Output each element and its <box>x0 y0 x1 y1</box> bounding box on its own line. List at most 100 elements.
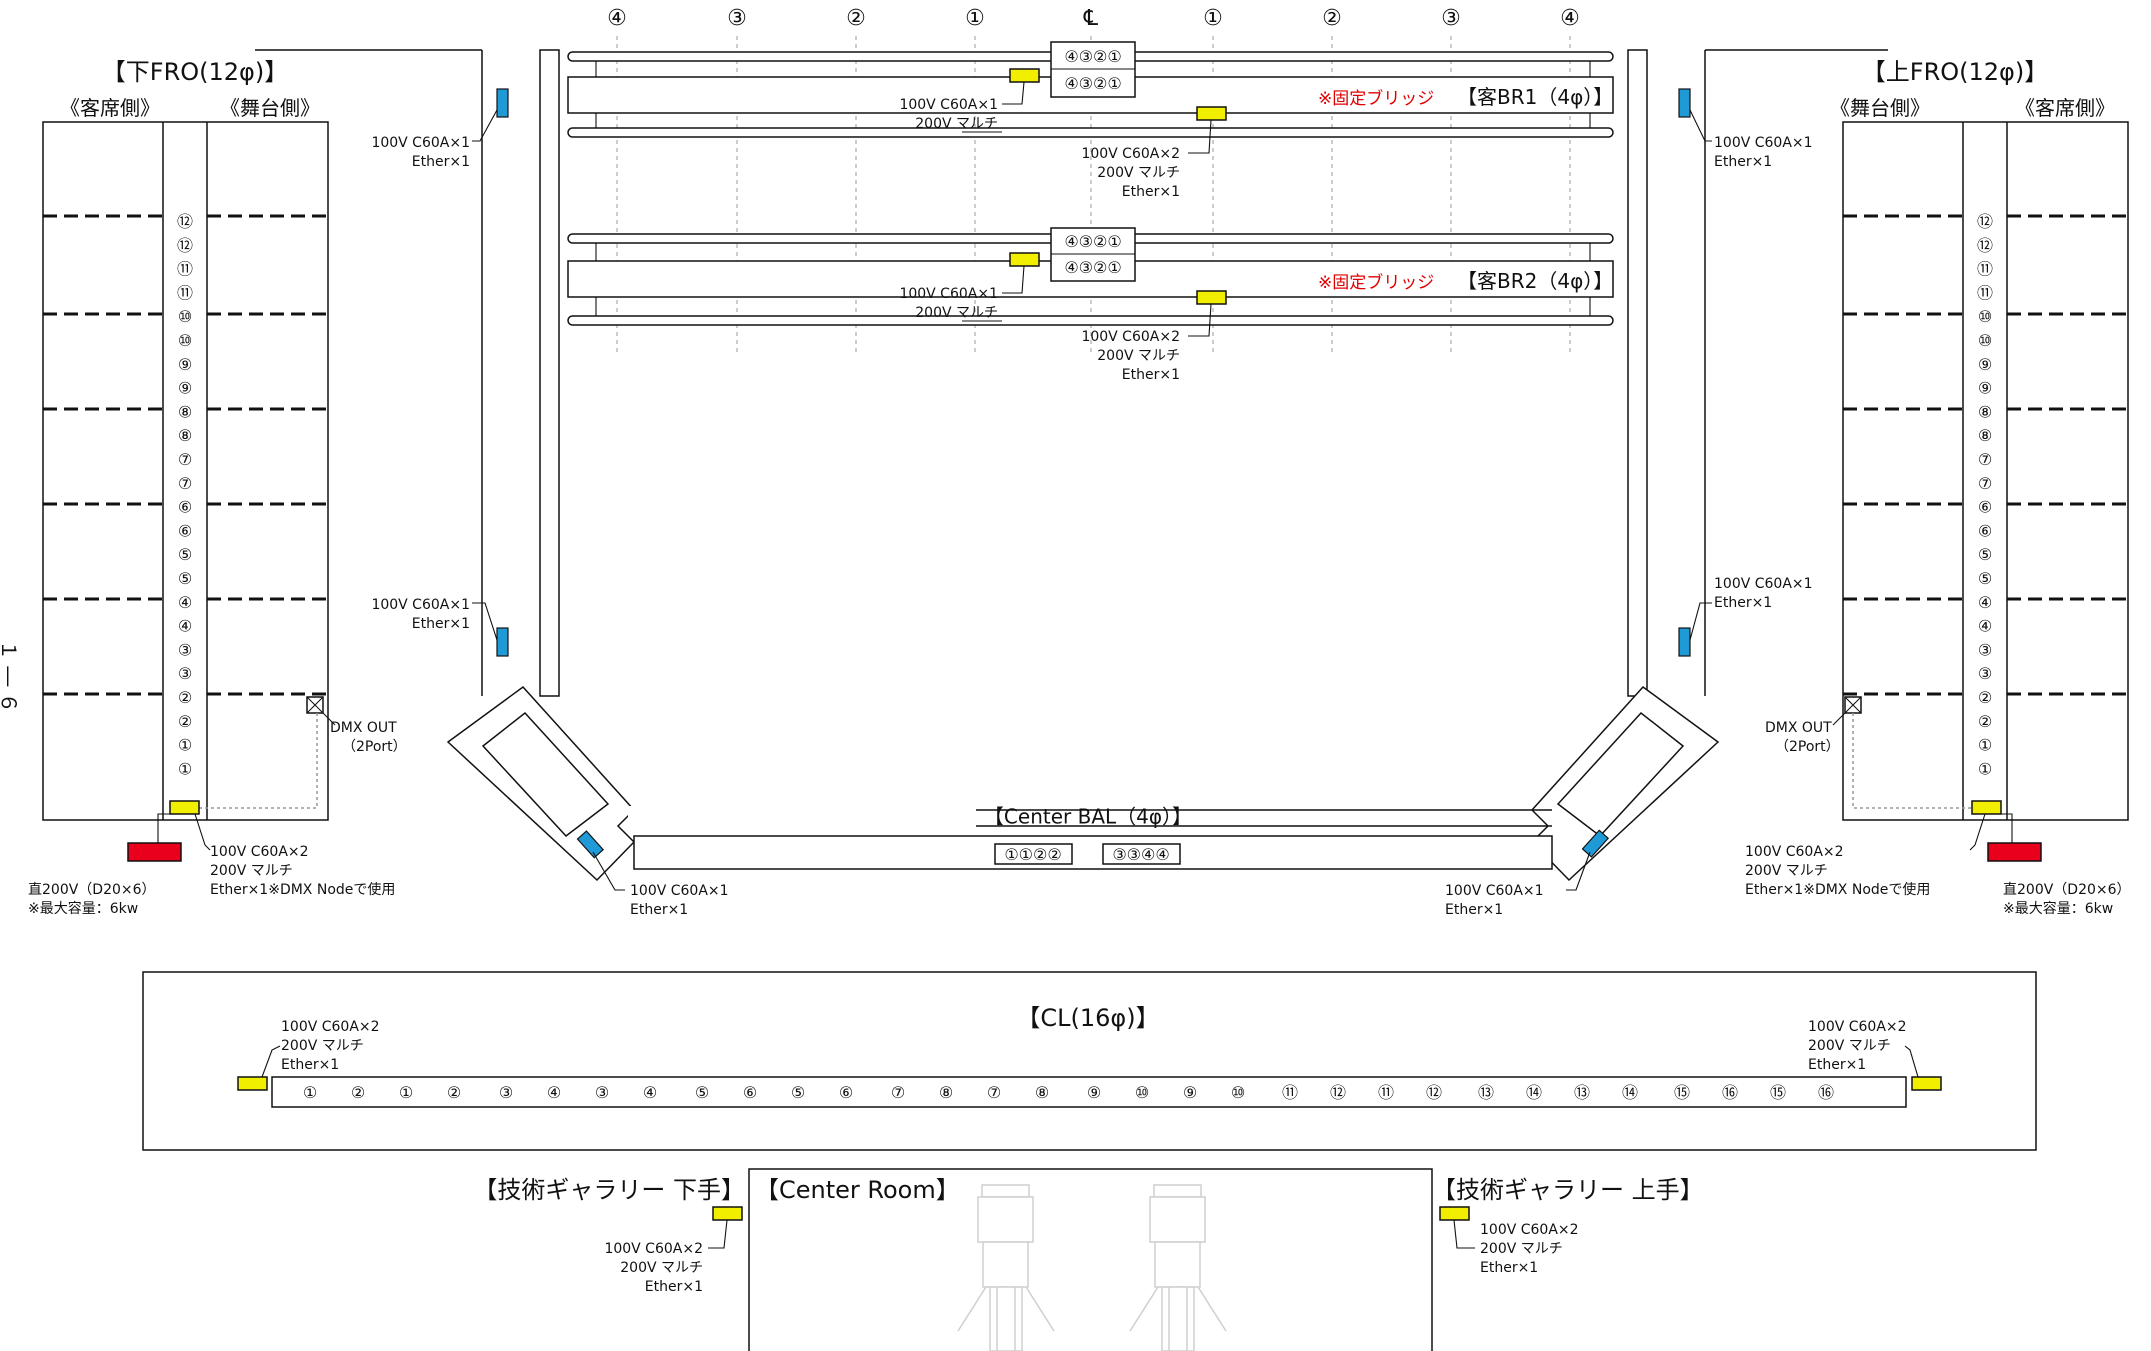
lower-right-node-icon <box>1678 627 1691 657</box>
fro-circuit-number: ④ <box>178 617 192 636</box>
cl-circuit-number: ⑨ <box>1087 1083 1101 1102</box>
right-fro-title: 【上FRO(12φ)】 <box>1862 58 2048 86</box>
cl-circuit-number: ⑧ <box>1035 1083 1049 1102</box>
cl-circuit-number: ⑭ <box>1526 1083 1542 1102</box>
fro-circuit-number: ⑪ <box>1977 283 1993 302</box>
cl-bar <box>271 1076 1907 1108</box>
center-bal-circuits-left: ①①②② <box>1004 845 1061 864</box>
fro-circuit-number: ⑫ <box>1977 236 1993 255</box>
fro-circuit-number: ⑥ <box>178 521 192 540</box>
cl-right-line-3: Ether×1 <box>1808 1057 1866 1073</box>
fro-circuit-number: ① <box>178 759 192 778</box>
br1-outlet-a-line-1: 100V C60A×1 <box>899 97 998 113</box>
gallery-right-line-3: Ether×1 <box>1480 1260 1538 1276</box>
fro-circuit-number: ⑨ <box>178 355 192 374</box>
fro-circuit-number: ③ <box>178 664 192 683</box>
cl-circuit-number: ⑪ <box>1378 1083 1394 1102</box>
br1-outlet-b-line-1: 100V C60A×2 <box>1081 146 1180 162</box>
right-fro-outlet-line-1: 100V C60A×2 <box>1745 844 1844 860</box>
gallery-left-title: 【技術ギャラリー 下手】 <box>473 1176 745 1204</box>
cl-circuit-number: ④ <box>547 1083 561 1102</box>
right-fro-power-line-1: 直200V（D20×6） <box>2003 881 2131 898</box>
lower-left-node-line-1: 100V C60A×1 <box>371 597 470 613</box>
fro-circuit-number: ① <box>1978 759 1992 778</box>
cl-circuit-number: ⑤ <box>791 1083 805 1102</box>
left-fro-stage-label: 《舞台側》 <box>220 96 320 120</box>
fro-circuit-number: ⑦ <box>1978 450 1992 469</box>
right-fro-audience-label: 《客席側》 <box>2015 96 2115 120</box>
right-fro-frame <box>1842 121 2129 821</box>
bridge-br2: ④③②① ④③②① 100V C60A×1 200V マルチ 100V C60A… <box>567 227 1614 383</box>
cl-left-outlet-icon <box>237 1076 268 1091</box>
br2-outlet-a-icon <box>1009 252 1040 267</box>
cl-circuit-number: ③ <box>499 1083 513 1102</box>
gallery-left-line-1: 100V C60A×2 <box>604 1241 703 1257</box>
lower-right-node-line-1: 100V C60A×1 <box>1714 576 1813 592</box>
br1-outlet-b-line-3: Ether×1 <box>1122 184 1180 200</box>
lower-left-node-icon <box>496 627 509 657</box>
fro-circuit-number: ⑧ <box>1978 426 1992 445</box>
left-fro-power-line-2: ※最大容量：6kw <box>28 900 138 917</box>
center-room-title: 【Center Room】 <box>755 1176 960 1204</box>
right-dmx-label: DMX OUT <box>1765 720 1832 736</box>
left-fro-outlet-line-3: Ether×1※DMX Nodeで使用 <box>210 881 395 898</box>
fro-circuit-number: ⑫ <box>1977 212 1993 231</box>
fro-circuit-number: ⑥ <box>1978 521 1992 540</box>
side-bars: 100V C60A×1 Ether×1 100V C60A×1 Ether×1 … <box>371 49 1813 697</box>
fro-circuit-number: ④ <box>178 593 192 612</box>
bridge-br1: ④③②① ④③②① 100V C60A×1 200V マルチ 100V C60A… <box>567 41 1614 200</box>
cl-left-line-2: 200V マルチ <box>281 1038 364 1054</box>
axis-label: ② <box>1322 6 1342 31</box>
fro-circuit-number: ⑥ <box>1978 498 1992 517</box>
lower-left-node-line-2: Ether×1 <box>412 616 470 632</box>
fro-circuit-number: ⑨ <box>178 379 192 398</box>
gallery-right-title: 【技術ギャラリー 上手】 <box>1432 1176 1704 1204</box>
br1-circuits-top: ④③②① <box>1064 47 1121 66</box>
fro-circuit-number: ⑤ <box>178 569 192 588</box>
left-fro-outlet-icon <box>169 800 200 815</box>
gallery-left-line-2: 200V マルチ <box>620 1260 703 1276</box>
cl-circuit-number: ⑯ <box>1722 1083 1738 1102</box>
center-bal-right-node-icon <box>1581 829 1610 858</box>
gallery-right-line-2: 200V マルチ <box>1480 1241 1563 1257</box>
br2-fixed-note: ※固定ブリッジ <box>1318 272 1434 293</box>
gallery-right-line-1: 100V C60A×2 <box>1480 1222 1579 1238</box>
stand-illustration-right <box>1129 1184 1227 1351</box>
fro-circuit-number: ⑦ <box>1978 474 1992 493</box>
left-fro-power-icon <box>127 842 182 862</box>
fro-circuit-number: ④ <box>1978 617 1992 636</box>
gallery-right: 【技術ギャラリー 上手】 100V C60A×2 200V マルチ Ether×… <box>1432 1176 1704 1276</box>
fro-circuit-number: ⑧ <box>178 426 192 445</box>
upper-right-node-line-2: Ether×1 <box>1714 154 1772 170</box>
center-bal-circuits-right: ③③④④ <box>1112 845 1169 864</box>
left-fro-audience-label: 《客席側》 <box>60 96 160 120</box>
left-dmx-label: DMX OUT <box>330 720 397 736</box>
center-bal-right-node-line-2: Ether×1 <box>1445 902 1503 918</box>
center-bal-title: 【Center BAL（4φ）】 <box>984 805 1192 829</box>
axis-label: ℄ <box>1083 6 1099 31</box>
gallery-left-outlet-icon <box>712 1206 743 1221</box>
center-bal-left-node-line-2: Ether×1 <box>630 902 688 918</box>
fro-circuit-number: ③ <box>1978 664 1992 683</box>
fro-circuit-number: ② <box>1978 688 1992 707</box>
axis-label: ① <box>1203 6 1223 31</box>
right-fro-outlet-line-3: Ether×1※DMX Nodeで使用 <box>1745 881 1930 898</box>
cl-frame <box>142 971 2037 1151</box>
upper-right-node-icon <box>1678 88 1691 118</box>
left-fro-outlet-line-2: 200V マルチ <box>210 863 293 879</box>
cl-circuit-number: ④ <box>643 1083 657 1102</box>
fro-circuit-number: ⑧ <box>178 402 192 421</box>
cl-circuit-number: ⑧ <box>939 1083 953 1102</box>
right-fro-power-line-2: ※最大容量：6kw <box>2003 900 2113 917</box>
fro-circuit-number: ⑩ <box>178 331 192 350</box>
left-fro-frame <box>42 121 329 821</box>
gallery-left: 【技術ギャラリー 下手】 100V C60A×2 200V マルチ Ether×… <box>473 1176 745 1295</box>
br1-outlet-a-line-2: 200V マルチ <box>915 116 998 132</box>
axis-label: ④ <box>607 6 627 31</box>
br2-circuits-top: ④③②① <box>1064 232 1121 251</box>
fro-circuit-number: ⑩ <box>1978 307 1992 326</box>
fro-circuit-number: ⑨ <box>1978 355 1992 374</box>
